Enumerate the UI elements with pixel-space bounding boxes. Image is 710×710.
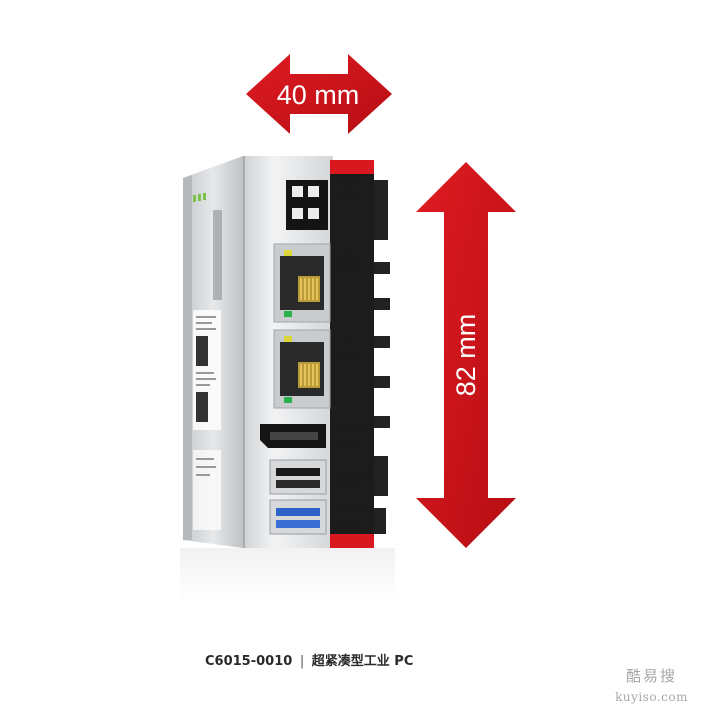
height-dimension-label: 82 mm	[451, 314, 481, 397]
height-dimension-arrow	[416, 162, 516, 548]
displayport-connector	[260, 424, 326, 448]
port-label-name: LAN 1	[338, 252, 363, 262]
width-dimension-arrow	[246, 54, 392, 134]
device-side-panel	[183, 156, 243, 548]
port-label-id: X105	[338, 480, 359, 490]
port-label-name: USB 3.0	[338, 504, 372, 514]
product-description: 超紧凑型工业 PC	[311, 654, 414, 669]
port-label-name: Power	[338, 178, 364, 188]
watermark-url: kuyiso.com	[615, 690, 688, 704]
din-rail-clip	[330, 160, 390, 548]
caption-separator: |	[299, 654, 305, 669]
port-label-name: DP out	[338, 424, 366, 434]
power-connector	[286, 180, 328, 230]
width-dimension-label: 40 mm	[277, 80, 360, 110]
port-label-id: X104	[338, 436, 359, 446]
port-label-id: X106	[338, 516, 359, 526]
port-label-id: X103	[338, 350, 359, 360]
product-caption: C6015-0010 | 超紧凑型工业 PC	[205, 650, 413, 669]
watermark-chinese: 酷易搜	[626, 667, 678, 685]
lan1-port	[273, 243, 331, 323]
usb2-port	[269, 459, 327, 495]
watermark: 酷易搜 kuyiso.com	[615, 665, 688, 704]
lan2-port	[273, 329, 331, 409]
port-label-name: LAN 2	[338, 338, 363, 348]
port-label-name: USB 2.0	[338, 468, 372, 478]
port-label-id: X102	[338, 264, 359, 274]
model-number: C6015-0010	[205, 654, 293, 669]
usb3-port	[269, 499, 327, 535]
port-label-id: X101	[338, 190, 359, 200]
